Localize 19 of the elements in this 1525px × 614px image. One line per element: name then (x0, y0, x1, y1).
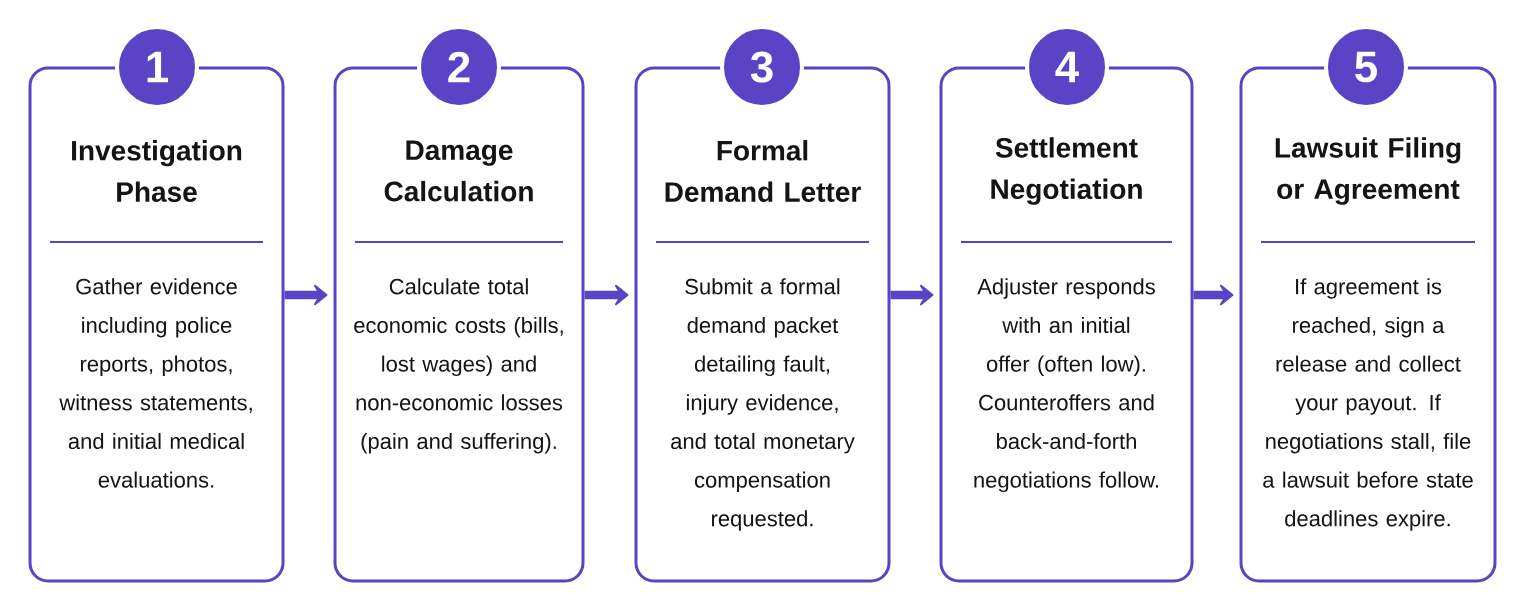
arrow (584, 284, 629, 306)
card-title: Investigation Phase (72, 140, 242, 202)
arrow (1193, 284, 1234, 306)
card-description: Calculate total economic costs (bills, lost wages) and non-economic losses (pain and suffering). (354, 278, 563, 454)
card-description: If agreement is reached, sign a release and collect your payout. If negotiations stall, file a lawsuit before state deadlines expire. (1263, 278, 1473, 531)
card-title: Settlement Negotiation (991, 137, 1142, 205)
card-title: Lawsuit Filing or Agreement (1275, 137, 1461, 205)
arrow (284, 284, 328, 306)
arrow (890, 284, 934, 306)
number-badge: 2 (417, 25, 501, 109)
number-badge: 1 (115, 25, 199, 109)
card-description: Adjuster responds with an initial offer (often low). Counteroffers and back-and-forth negotiations follow. (974, 278, 1159, 493)
card-description: Submit a formal demand packet detailing fault, injury evidence, and total monetary compensation requested. (671, 278, 855, 531)
card-description: Gather evidence including police reports, photos, witness statements, and initial medical evaluations. (59, 278, 252, 488)
number-badge: 3 (720, 25, 804, 109)
card-title: Formal Demand Letter (665, 140, 861, 202)
number-badge: 5 (1324, 25, 1408, 109)
card-title: Damage Calculation (384, 140, 533, 202)
number-badge: 4 (1025, 25, 1109, 109)
